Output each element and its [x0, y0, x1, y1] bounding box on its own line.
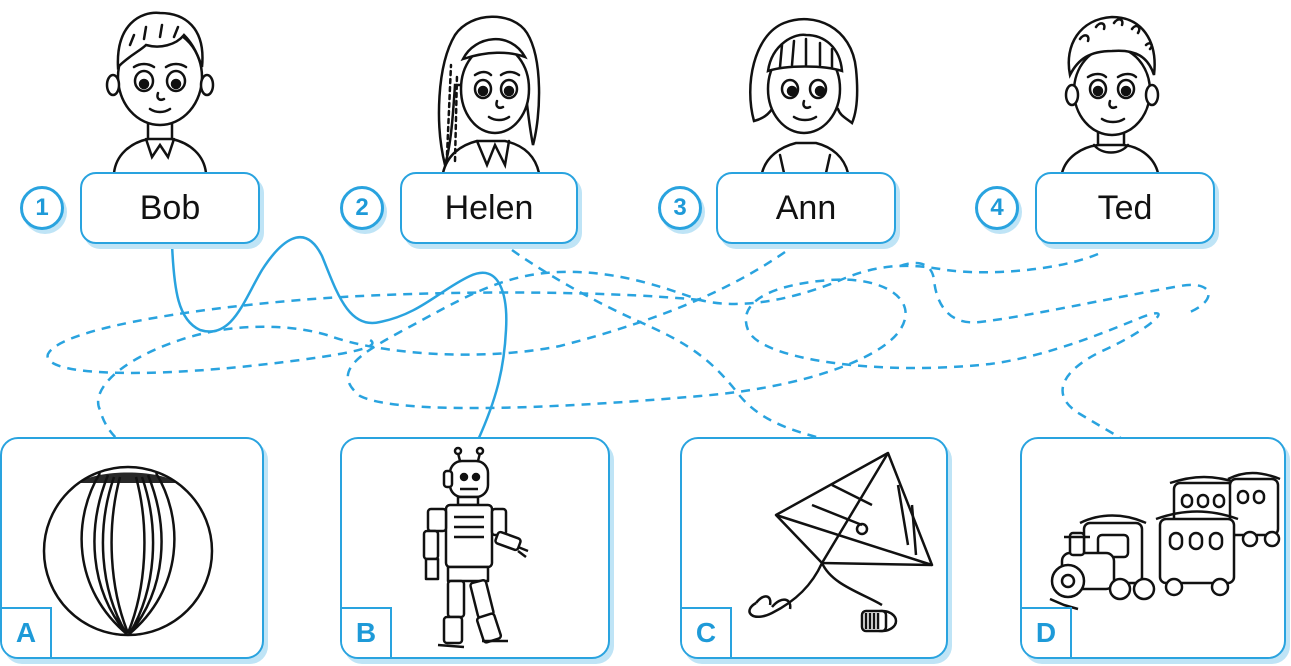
robot-icon [422, 446, 529, 649]
ted-portrait [1050, 5, 1170, 175]
number-badge-3: 3 [658, 186, 702, 230]
name-card-helen: Helen [400, 172, 578, 244]
letter-d: D [1035, 617, 1057, 648]
name-label-helen: Helen [444, 188, 534, 227]
name-card-ted: Ted [1035, 172, 1215, 244]
name-card-ann: Ann [716, 172, 896, 244]
letter-box-a: A [2, 607, 52, 657]
name-label-ann: Ann [775, 188, 837, 227]
letter-b: B [355, 617, 377, 648]
letter-box-d: D [1022, 607, 1072, 657]
letter-a: A [15, 617, 37, 648]
helen-portrait [425, 5, 555, 175]
dashed-path-loop-left [46, 291, 701, 375]
dashed-path-loop-right [899, 261, 1210, 324]
name-card-bob: Bob [80, 172, 260, 244]
number-badge-4: 4 [975, 186, 1019, 230]
bob-portrait [100, 5, 220, 175]
kite-icon [748, 451, 934, 633]
ann-portrait [740, 5, 870, 175]
letter-c: C [695, 617, 717, 648]
name-label-bob: Bob [139, 188, 201, 227]
ball-icon [42, 465, 214, 637]
dashed-path-ann [97, 250, 786, 441]
toy-card-d: D [1020, 437, 1286, 659]
toy-card-c: C [680, 437, 948, 659]
number-badge-1: 1 [20, 186, 64, 230]
toy-card-b: B [340, 437, 610, 659]
solid-path-bob-to-robot [170, 235, 508, 441]
letter-box-b: B [342, 607, 392, 657]
dashed-path-ted [346, 252, 1160, 442]
toy-card-a: A [0, 437, 264, 659]
name-label-ted: Ted [1097, 188, 1153, 227]
dashed-path-helen [511, 248, 821, 440]
train-icon [1049, 471, 1281, 611]
letter-box-c: C [682, 607, 732, 657]
number-badge-2: 2 [340, 186, 384, 230]
